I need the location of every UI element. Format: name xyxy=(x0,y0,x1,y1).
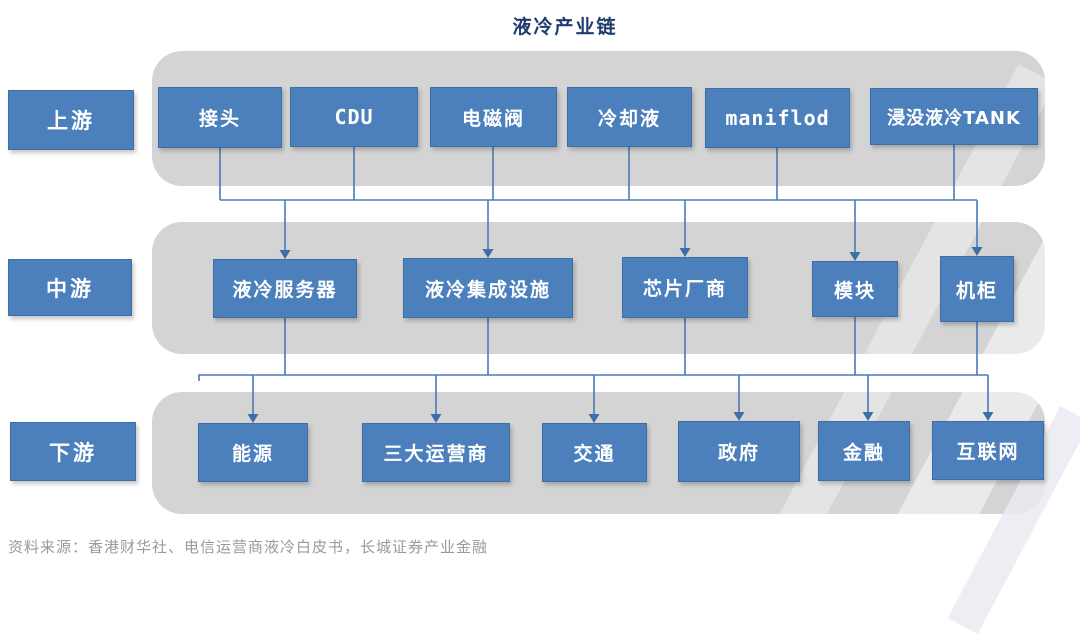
node-module: 模块 xyxy=(812,261,898,317)
node-immersion-tank: 浸没液冷TANK xyxy=(870,88,1038,145)
node-chip-manufacturer: 芯片厂商 xyxy=(622,257,748,318)
diagram-canvas: 液冷产业链 xyxy=(8,16,1080,634)
node-government: 政府 xyxy=(678,421,800,482)
row-label-downstream: 下游 xyxy=(10,422,136,481)
diagram-title: 液冷产业链 xyxy=(512,16,618,38)
row-label-midstream: 中游 xyxy=(8,259,132,316)
node-finance: 金融 xyxy=(818,421,910,481)
row-label-upstream: 上游 xyxy=(8,90,134,150)
node-connector: 接头 xyxy=(158,87,282,148)
node-solenoid-valve: 电磁阀 xyxy=(430,87,557,147)
source-note: 资料来源：香港财华社、电信运营商液冷白皮书，长城证券产业金融 xyxy=(8,538,489,556)
node-coolant: 冷却液 xyxy=(567,87,692,147)
node-manifold: maniflod xyxy=(705,88,850,148)
node-cabinet: 机柜 xyxy=(940,256,1014,322)
node-internet: 互联网 xyxy=(932,421,1044,480)
node-energy: 能源 xyxy=(198,423,308,482)
node-telecom-operators: 三大运营商 xyxy=(362,423,510,482)
node-liquid-cooling-server: 液冷服务器 xyxy=(213,259,357,318)
node-transportation: 交通 xyxy=(542,423,647,482)
node-cdu: CDU xyxy=(290,87,418,147)
node-liquid-cooling-integration: 液冷集成设施 xyxy=(403,258,573,318)
